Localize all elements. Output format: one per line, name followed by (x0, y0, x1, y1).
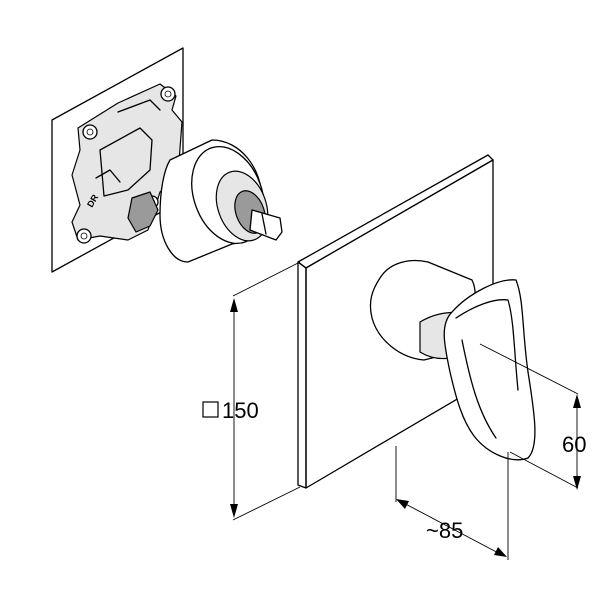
screw-bottom-left (76, 228, 92, 244)
screw-top-right (160, 86, 176, 102)
lever-handle (443, 279, 536, 461)
square-symbol (202, 401, 219, 418)
mounting-screws (76, 86, 176, 244)
plate-size-label: 150 (222, 398, 259, 423)
handle-height-label: 60 (562, 432, 586, 457)
dimension-projection: ~85 (395, 446, 509, 560)
valve-port (127, 191, 159, 233)
spindle (249, 209, 283, 241)
dimension-handle-height: 60 (479, 343, 586, 490)
dimension-plate-size: 150 (202, 261, 301, 521)
finish-set (297, 154, 536, 489)
projection-depth-label: ~85 (426, 518, 463, 543)
screw-top-left (82, 124, 98, 140)
rough-in-body: DR (51, 47, 283, 273)
